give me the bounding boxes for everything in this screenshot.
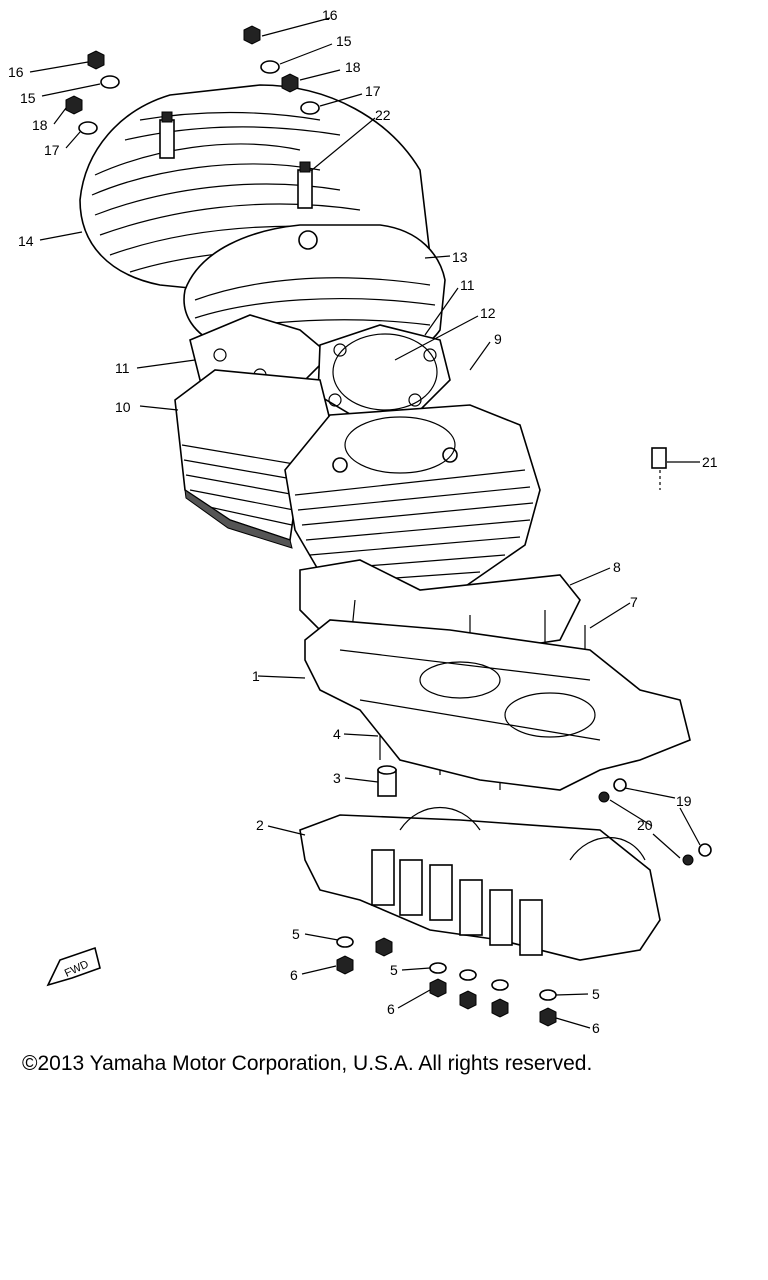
callout-11: 11 bbox=[115, 360, 130, 376]
callout-8: 8 bbox=[613, 559, 621, 575]
callout-19: 19 bbox=[676, 793, 692, 809]
exploded-parts-diagram: FWD 16 bbox=[8, 7, 718, 1036]
callout-15: 15 bbox=[336, 33, 352, 49]
callout-22: 22 bbox=[375, 107, 391, 123]
callout-5: 5 bbox=[292, 926, 300, 942]
upper-crankcase bbox=[304, 619, 691, 791]
leader-lines bbox=[29, 17, 701, 1029]
plug bbox=[651, 447, 667, 490]
callout-1: 1 bbox=[252, 668, 260, 684]
callout-6: 6 bbox=[387, 1001, 395, 1017]
callout-10: 10 bbox=[115, 399, 131, 415]
crankcase-nuts-washers bbox=[336, 936, 557, 1027]
callout-6: 6 bbox=[290, 967, 298, 983]
callout-13: 13 bbox=[452, 249, 468, 265]
callout-12: 12 bbox=[480, 305, 496, 321]
callout-11: 11 bbox=[460, 277, 475, 293]
callout-16: 16 bbox=[322, 7, 338, 23]
crankcase-bolts bbox=[598, 778, 712, 866]
callout-9: 9 bbox=[494, 331, 502, 347]
callout-17: 17 bbox=[44, 142, 60, 158]
head-nuts-washers bbox=[65, 25, 320, 135]
callout-6: 6 bbox=[592, 1020, 600, 1036]
callout-7: 7 bbox=[630, 594, 638, 610]
dowel-pin bbox=[377, 765, 397, 797]
callout-17: 17 bbox=[365, 83, 381, 99]
callout-18: 18 bbox=[345, 59, 361, 75]
callout-3: 3 bbox=[333, 770, 341, 786]
lower-crankcase bbox=[299, 807, 661, 961]
copyright-notice: ©2013 Yamaha Motor Corporation, U.S.A. A… bbox=[22, 1052, 593, 1075]
callout-numbers: 16 15 18 17 22 16 15 18 17 14 13 11 12 9… bbox=[8, 7, 718, 1036]
callout-15: 15 bbox=[20, 90, 36, 106]
callout-16: 16 bbox=[8, 64, 24, 80]
callout-18: 18 bbox=[32, 117, 48, 133]
callout-5: 5 bbox=[592, 986, 600, 1002]
spark-plug bbox=[159, 111, 313, 209]
callout-4: 4 bbox=[333, 726, 341, 742]
callout-2: 2 bbox=[256, 817, 264, 833]
callout-5: 5 bbox=[390, 962, 398, 978]
callout-21: 21 bbox=[702, 454, 718, 470]
callout-14: 14 bbox=[18, 233, 34, 249]
forward-arrow: FWD bbox=[46, 946, 101, 987]
callout-20: 20 bbox=[637, 817, 653, 833]
